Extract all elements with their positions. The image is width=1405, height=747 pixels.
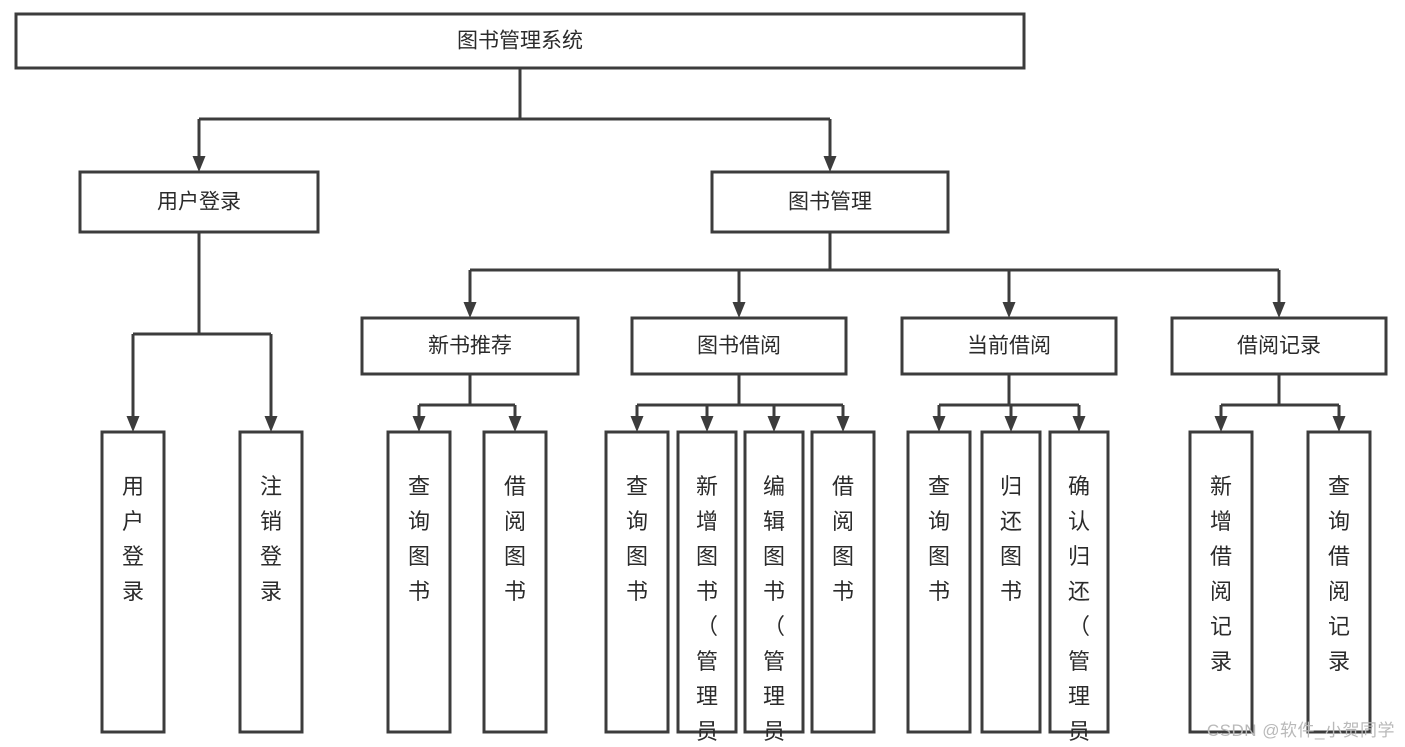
node-leaf-leaf-add-record[interactable]: 新增借阅记录 bbox=[1188, 430, 1254, 734]
node-box bbox=[1048, 430, 1110, 734]
arrow-head-icon bbox=[264, 416, 278, 432]
connector-newbook-to-leaves bbox=[412, 374, 522, 432]
arrow-head-icon bbox=[836, 416, 850, 432]
node-label: 图书管理系统 bbox=[457, 30, 583, 53]
node-level3-borrow-record[interactable]: 借阅记录 bbox=[1170, 316, 1388, 376]
arrow-head-icon bbox=[1002, 302, 1016, 318]
node-label: 确认归还（管理员） bbox=[1068, 474, 1090, 747]
node-box bbox=[906, 430, 972, 734]
node-box bbox=[980, 430, 1042, 734]
node-box bbox=[482, 430, 548, 734]
node-label: 归还图书 bbox=[1000, 474, 1022, 604]
node-label: 查询图书 bbox=[408, 474, 430, 604]
node-label: 查询图书 bbox=[626, 474, 648, 604]
node-box bbox=[676, 430, 738, 734]
arrow-head-icon bbox=[823, 156, 837, 172]
arrow-head-icon bbox=[1214, 416, 1228, 432]
arrow-head-icon bbox=[732, 302, 746, 318]
node-level2-book-manage[interactable]: 图书管理 bbox=[710, 170, 950, 234]
node-label: 新增借阅记录 bbox=[1210, 474, 1232, 674]
arrow-head-icon bbox=[1004, 416, 1018, 432]
node-box bbox=[604, 430, 670, 734]
node-label: 用户登录 bbox=[157, 191, 241, 214]
node-box bbox=[710, 170, 950, 234]
node-level2-user-login[interactable]: 用户登录 bbox=[78, 170, 320, 234]
node-box bbox=[630, 316, 848, 376]
node-box bbox=[1188, 430, 1254, 734]
node-leaf-leaf-confirm-return[interactable]: 确认归还（管理员） bbox=[1048, 430, 1110, 747]
connector-bookmanage-to-level3 bbox=[463, 232, 1286, 318]
node-label: 当前借阅 bbox=[967, 335, 1051, 358]
node-label: 查询图书 bbox=[928, 474, 950, 604]
arrow-head-icon bbox=[508, 416, 522, 432]
arrow-head-icon bbox=[700, 416, 714, 432]
connector-bookborrow-to-leaves bbox=[630, 374, 850, 432]
node-leaf-leaf-return-book[interactable]: 归还图书 bbox=[980, 430, 1042, 734]
node-level3-current-borrow[interactable]: 当前借阅 bbox=[900, 316, 1118, 376]
connector-borrowrecord-to-leaves bbox=[1214, 374, 1346, 432]
node-label: 注销登录 bbox=[260, 474, 282, 604]
node-leaf-leaf-query-record[interactable]: 查询借阅记录 bbox=[1306, 430, 1372, 734]
arrow-head-icon bbox=[412, 416, 426, 432]
node-root-root[interactable]: 图书管理系统 bbox=[14, 12, 1026, 70]
node-level3-new-book-rec[interactable]: 新书推荐 bbox=[360, 316, 580, 376]
arrow-head-icon bbox=[192, 156, 206, 172]
node-box bbox=[78, 170, 320, 234]
node-box bbox=[1306, 430, 1372, 734]
node-box bbox=[386, 430, 452, 734]
connector-currentborrow-to-leaves bbox=[932, 374, 1086, 432]
arrow-head-icon bbox=[126, 416, 140, 432]
node-label: 图书管理 bbox=[788, 191, 872, 214]
node-leaf-leaf-borrow-book-1[interactable]: 借阅图书 bbox=[482, 430, 548, 734]
node-label: 图书借阅 bbox=[697, 335, 781, 358]
arrow-head-icon bbox=[463, 302, 477, 318]
node-label: 新增图书（管理员） bbox=[696, 474, 718, 747]
arrow-head-icon bbox=[1272, 302, 1286, 318]
node-leaf-leaf-query-book-3[interactable]: 查询图书 bbox=[906, 430, 972, 734]
node-label: 借阅记录 bbox=[1237, 335, 1321, 358]
arrow-head-icon bbox=[1072, 416, 1086, 432]
node-box bbox=[1170, 316, 1388, 376]
node-level3-book-borrow[interactable]: 图书借阅 bbox=[630, 316, 848, 376]
arrow-head-icon bbox=[630, 416, 644, 432]
node-leaf-leaf-query-book-1[interactable]: 查询图书 bbox=[386, 430, 452, 734]
node-box bbox=[360, 316, 580, 376]
connector-userlogin-to-leaves bbox=[126, 232, 278, 432]
node-box bbox=[100, 430, 166, 734]
node-leaf-leaf-add-book[interactable]: 新增图书（管理员） bbox=[676, 430, 738, 747]
node-label: 新书推荐 bbox=[428, 335, 512, 358]
node-leaf-leaf-user-login[interactable]: 用户登录 bbox=[100, 430, 166, 734]
node-label: 编辑图书（管理员） bbox=[763, 474, 785, 747]
node-leaf-leaf-borrow-book-2[interactable]: 借阅图书 bbox=[810, 430, 876, 734]
node-label: 借阅图书 bbox=[504, 474, 526, 604]
node-label: 查询借阅记录 bbox=[1328, 474, 1350, 674]
node-label: 用户登录 bbox=[122, 474, 144, 604]
node-box bbox=[743, 430, 805, 734]
node-label: 借阅图书 bbox=[832, 474, 854, 604]
node-leaf-leaf-user-logout[interactable]: 注销登录 bbox=[238, 430, 304, 734]
node-box bbox=[810, 430, 876, 734]
connector-root-to-level2 bbox=[192, 68, 837, 172]
node-box bbox=[14, 12, 1026, 70]
node-box bbox=[238, 430, 304, 734]
arrow-head-icon bbox=[767, 416, 781, 432]
node-leaf-leaf-edit-book[interactable]: 编辑图书（管理员） bbox=[743, 430, 805, 747]
arrow-head-icon bbox=[1332, 416, 1346, 432]
arrow-head-icon bbox=[932, 416, 946, 432]
node-box bbox=[900, 316, 1118, 376]
node-leaf-leaf-query-book-2[interactable]: 查询图书 bbox=[604, 430, 670, 734]
